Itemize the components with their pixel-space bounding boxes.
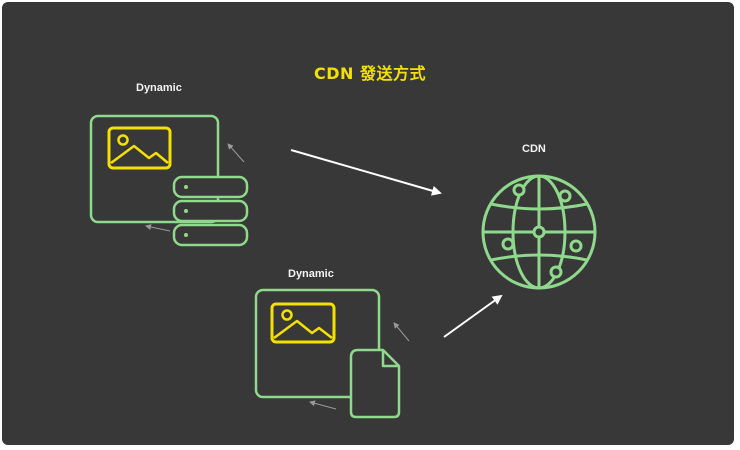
dynamic-top-frame — [89, 114, 220, 224]
label-cdn: CDN — [522, 143, 546, 155]
label-dynamic-bottom: Dynamic — [288, 268, 334, 280]
small-arrow-left — [145, 224, 171, 232]
image-icon — [107, 126, 172, 170]
dynamic-bottom-node — [254, 288, 410, 419]
dynamic-top-node — [89, 114, 249, 247]
file-icon — [349, 348, 401, 419]
arrow-bottom-to-cdn — [443, 294, 503, 338]
globe-icon — [481, 174, 597, 290]
arrow-top-to-cdn — [290, 149, 442, 196]
small-arrow-up — [393, 322, 410, 342]
label-dynamic-top: Dynamic — [136, 82, 182, 94]
dynamic-bottom-frame — [254, 288, 381, 399]
server-icon — [172, 175, 249, 247]
small-arrow-left — [309, 400, 337, 410]
small-arrow-up — [227, 143, 245, 163]
image-icon — [270, 302, 336, 344]
diagram-title: CDN 發送方式 — [314, 64, 426, 83]
